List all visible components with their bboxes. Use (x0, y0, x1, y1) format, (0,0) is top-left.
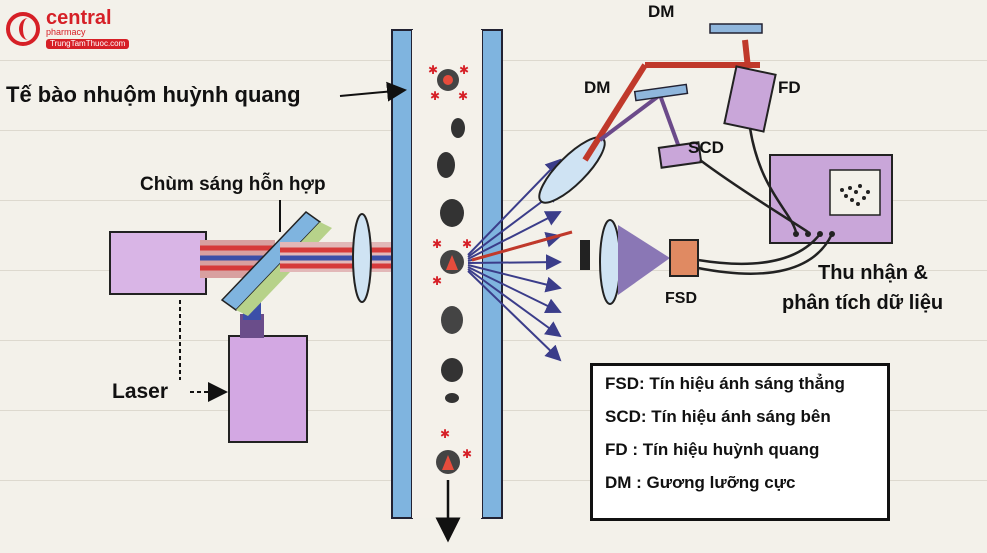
laser-label: Laser (112, 380, 169, 403)
legend-fsd: FSD: Tín hiệu ánh sáng thẳng (605, 374, 845, 393)
svg-text:✱: ✱ (462, 237, 472, 251)
logo-icon (6, 11, 40, 46)
cell (441, 358, 463, 382)
scd-detector (657, 141, 703, 169)
fd-detector (723, 65, 777, 133)
focusing-lens (352, 213, 372, 303)
svg-text:✱: ✱ (430, 89, 440, 103)
dichroic-mirror-mid (633, 83, 689, 102)
legend-dm: DM : Gương lưỡng cực (605, 473, 796, 492)
logo-site: TrungTamThuoc.com (46, 39, 130, 49)
fsd-detector (669, 239, 699, 277)
svg-text:✱: ✱ (432, 237, 442, 251)
scd-label: SCD (688, 138, 724, 157)
svg-text:✱: ✱ (458, 89, 468, 103)
flow-channel (391, 29, 503, 519)
cell (451, 118, 465, 138)
fluorescent-cell: ✱ ✱ ✱ ✱ (428, 63, 469, 103)
fd-label: FD (778, 78, 801, 97)
svg-text:✱: ✱ (432, 274, 442, 288)
legend-box: FSD: Tín hiệu ánh sáng thẳng SCD: Tín hi… (590, 363, 890, 521)
svg-text:✱: ✱ (462, 447, 472, 461)
fluorescence-path (582, 63, 648, 162)
central-pharmacy-logo: central pharmacy TrungTamThuoc.com (6, 7, 130, 49)
laser-box (228, 335, 308, 443)
forward-lens (599, 219, 621, 305)
cell (437, 152, 455, 178)
light-source-box (109, 231, 207, 295)
dm-top-label: DM (648, 2, 675, 21)
cell (440, 199, 464, 227)
dichroic-mirror-top (709, 23, 763, 34)
collect-label-line2: phân tích dữ liệu (782, 292, 944, 314)
svg-text:✱: ✱ (459, 63, 469, 77)
cell (445, 393, 459, 403)
forward-light-cone (618, 225, 670, 295)
svg-text:✱: ✱ (428, 63, 438, 77)
mixed-beam-label: Chùm sáng hỗn hợp (140, 174, 326, 195)
fluorescence-ray (471, 230, 573, 262)
plot-dots (840, 184, 870, 206)
legend-fd: FD : Tín hiệu huỳnh quang (605, 440, 820, 459)
side-collection-lens (538, 136, 606, 204)
logo-name: central (46, 7, 112, 29)
legend-scd: SCD: Tín hiệu ánh sáng bên (605, 407, 831, 426)
logo-sub: pharmacy (46, 27, 86, 37)
cell (441, 306, 463, 334)
cells: ✱✱ ✱✱ ✱✱ ✱ ✱✱ (428, 63, 472, 474)
signal-cables (697, 127, 834, 275)
beam-blocker (580, 240, 590, 270)
fluorescent-cell-in-beam: ✱ ✱ ✱ (432, 237, 472, 288)
svg-text:✱: ✱ (440, 427, 450, 441)
stained-cells-label: Tế bào nhuộm huỳnh quang (6, 82, 301, 107)
side-scatter-path (598, 93, 662, 142)
fluorescent-cell: ✱✱ (436, 427, 472, 474)
fsd-label: FSD (665, 290, 697, 307)
dm-mid-label: DM (584, 78, 611, 97)
collect-label-line1: Thu nhận & (818, 262, 928, 284)
stained-cells-pointer (339, 81, 407, 102)
